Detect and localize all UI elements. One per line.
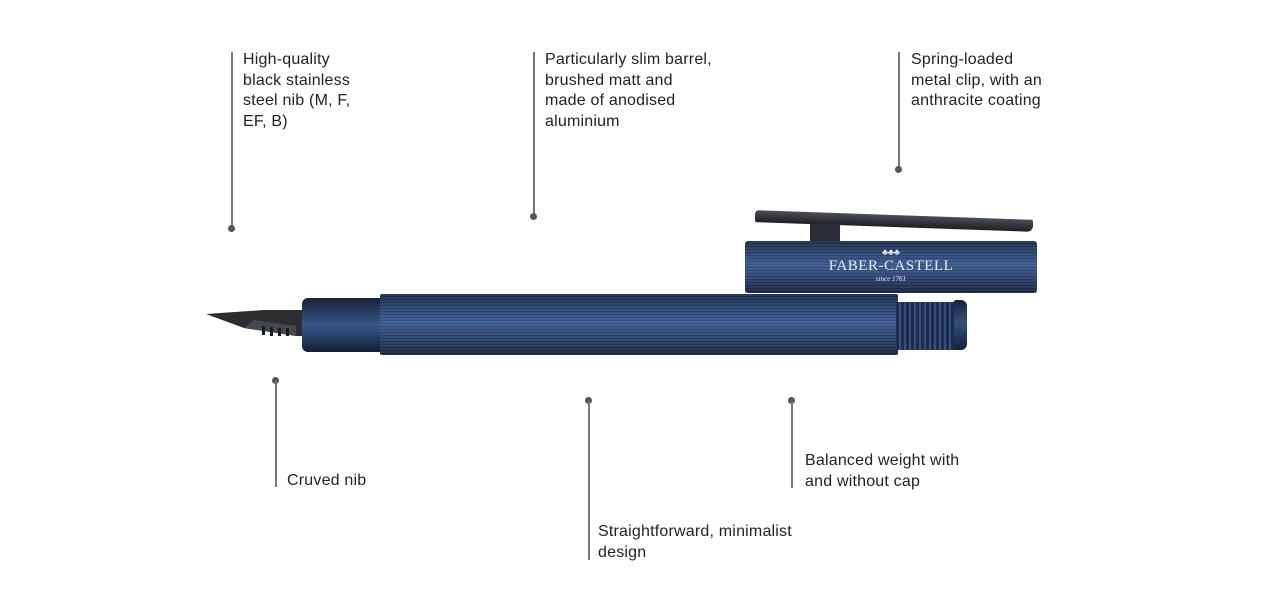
callout-dot-weight xyxy=(788,397,795,404)
annotation-design: Straightforward, minimalist design xyxy=(598,523,792,561)
callout-line-curved-nib xyxy=(275,381,277,487)
end-grip xyxy=(896,302,956,350)
annotation-barrel: Particularly slim barrel, brushed matt a… xyxy=(545,51,712,131)
logo: ♣♣♣ FABER-CASTELL since 1761 xyxy=(745,247,1037,284)
annotation-nib: High-quality black stainless steel nib (… xyxy=(243,51,351,131)
callout-line-nib xyxy=(231,52,233,230)
clip-foot xyxy=(810,224,840,242)
end-cap xyxy=(954,300,967,350)
logo-brand: FABER-CASTELL xyxy=(828,258,954,274)
annotation-curved-nib: Cruved nib xyxy=(287,472,367,489)
callout-line-design xyxy=(588,401,590,560)
logo-tagline: since 1761 xyxy=(875,275,907,283)
annotation-clip: Spring-loaded metal clip, with an anthra… xyxy=(911,51,1042,110)
callout-dot-design xyxy=(585,397,592,404)
callout-dot-nib xyxy=(228,225,235,232)
callout-dot-clip xyxy=(895,166,902,173)
callout-line-barrel xyxy=(533,52,535,218)
annotation-weight: Balanced weight with and without cap xyxy=(805,452,960,490)
callout-line-clip xyxy=(898,52,900,170)
grip-section xyxy=(302,298,382,352)
logo-trees-icon: ♣♣♣ xyxy=(882,247,900,257)
clip xyxy=(755,210,1033,232)
nib-icon xyxy=(206,310,304,336)
callout-dot-barrel xyxy=(530,213,537,220)
cap: ♣♣♣ FABER-CASTELL since 1761 xyxy=(745,241,1037,293)
barrel xyxy=(380,294,898,355)
callout-line-weight xyxy=(791,401,793,488)
callout-dot-curved-nib xyxy=(272,377,279,384)
